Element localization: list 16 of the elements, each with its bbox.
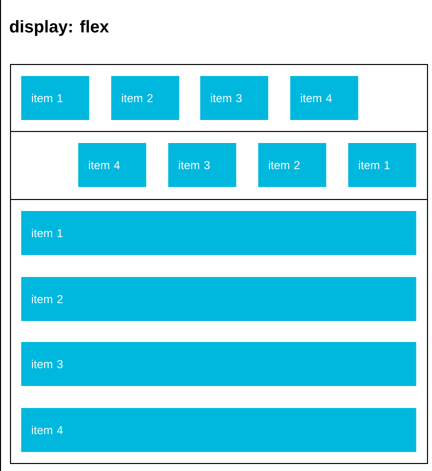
flex-container [10, 131, 428, 200]
flex-item: item 1 [21, 76, 90, 120]
flex-item: item 3 [21, 342, 416, 386]
flex-item: item 2 [21, 277, 416, 321]
title: display: flex [10, 20, 109, 36]
flex-item: item 2 [258, 143, 326, 187]
flex-container [10, 199, 428, 464]
flex-item: item 4 [78, 143, 146, 187]
flex-item: item 3 [200, 76, 268, 120]
flex-item: item 1 [21, 211, 416, 255]
flex-container [10, 64, 428, 132]
flex-item: item 4 [21, 408, 416, 452]
flex-item: item 1 [348, 143, 416, 187]
flex-item: item 2 [111, 76, 180, 120]
flex-item: item 3 [168, 143, 236, 187]
flex-item: item 4 [290, 76, 358, 120]
